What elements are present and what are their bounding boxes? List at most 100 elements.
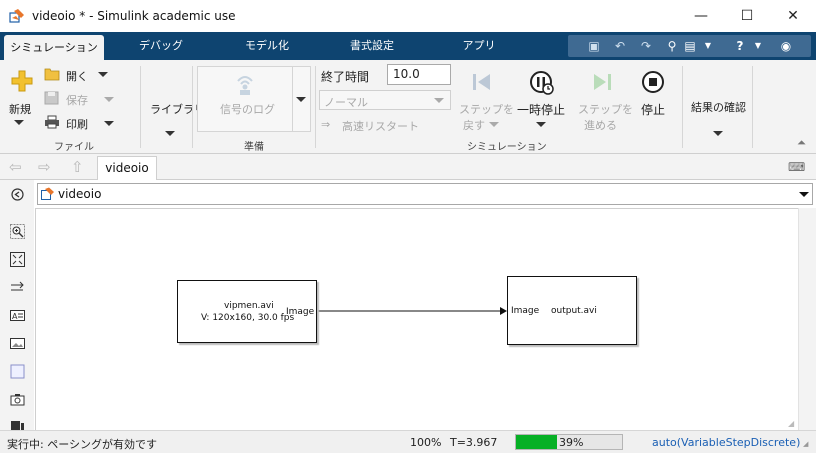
pause-icon[interactable] xyxy=(529,70,555,96)
tab-simulation[interactable]: シミュレーション xyxy=(4,35,104,60)
fit-to-view-icon[interactable] xyxy=(10,252,25,267)
save-icon[interactable]: ▣ xyxy=(588,39,600,53)
collapse-toolstrip-icon[interactable]: ◉ xyxy=(780,39,792,53)
stop-time-input[interactable]: 10.0 xyxy=(387,64,451,85)
simulation-group-title: シミュレーション xyxy=(467,142,547,153)
step-forward-label-1: ステップを xyxy=(578,103,633,116)
gallery-expand-button[interactable] xyxy=(293,66,311,132)
doc-tab-videoio[interactable]: videoio xyxy=(97,156,157,180)
source-video-info: V: 120x160, 30.0 fps xyxy=(201,313,295,323)
zoom-level: 100% xyxy=(410,436,442,449)
collapse-ribbon-icon[interactable]: ⏶ xyxy=(797,136,806,149)
record-icon[interactable] xyxy=(10,418,25,430)
new-model-icon[interactable] xyxy=(10,69,34,93)
step-forward-icon xyxy=(594,74,611,90)
area-icon[interactable] xyxy=(10,364,25,379)
source-file-name: vipmen.avi xyxy=(224,301,274,311)
open-button[interactable]: 開く xyxy=(66,70,88,83)
signal-log-icon xyxy=(237,76,253,95)
group-separator xyxy=(752,66,753,148)
fast-restart-icon: ⇒ xyxy=(321,118,331,131)
simulation-status-text: 実行中: ペーシングが有効です xyxy=(7,438,157,451)
gallery-chevron-icon xyxy=(296,97,306,102)
model-canvas[interactable]: vipmen.avi V: 120x160, 30.0 fps Image Im… xyxy=(35,208,798,430)
status-resize-grip-icon: ◢ xyxy=(803,440,809,448)
status-bar: 実行中: ペーシングが有効です 100% T=3.967 39% auto(Va… xyxy=(0,430,816,453)
review-results-chevron-icon[interactable] xyxy=(713,131,723,136)
source-output-port-label: Image xyxy=(286,307,315,317)
new-button[interactable]: 新規 xyxy=(9,103,31,116)
signal-log-button: 信号のログ xyxy=(220,103,275,116)
solver-link[interactable]: auto(VariableStepDiscrete) xyxy=(652,436,801,449)
stop-icon[interactable] xyxy=(641,70,665,94)
mode-chevron-icon xyxy=(434,98,444,103)
tab-apps[interactable]: アプリ xyxy=(462,39,496,52)
model-icon xyxy=(41,187,54,200)
progress-percent: 39% xyxy=(559,436,584,449)
stop-time-label: 終了時間 xyxy=(321,70,370,84)
sink-input-port-label: Image xyxy=(511,306,540,316)
sink-file-name: output.avi xyxy=(551,306,597,316)
resize-grip-icon[interactable]: ◢ xyxy=(788,419,795,428)
zoom-in-icon[interactable] xyxy=(10,224,25,239)
undo-icon[interactable]: ↶ xyxy=(614,39,626,53)
library-chevron-icon[interactable] xyxy=(165,131,175,136)
signal-line[interactable] xyxy=(36,209,799,431)
navigation-bar: ⇦ ⇨ ⇧ videoio ⌨ xyxy=(0,154,816,180)
review-results-button[interactable]: 結果の確認 xyxy=(691,101,746,114)
from-multimedia-file-block[interactable]: vipmen.avi V: 120x160, 30.0 fps Image xyxy=(177,280,317,343)
help-menu-chevron-icon[interactable]: ▼ xyxy=(754,41,762,50)
pause-chevron-icon[interactable] xyxy=(536,122,546,127)
tab-format[interactable]: 書式設定 xyxy=(350,39,394,52)
help-icon[interactable]: ? xyxy=(736,39,744,53)
pause-button[interactable]: 一時停止 xyxy=(517,103,566,117)
redo-icon[interactable]: ↷ xyxy=(640,39,652,53)
forward-arrow-icon: ⇨ xyxy=(38,158,51,176)
close-button[interactable]: ✕ xyxy=(787,8,799,24)
keyboard-icon[interactable]: ⌨ xyxy=(788,160,806,174)
simulation-time: T=3.967 xyxy=(450,436,498,449)
title-bar: videoio * - Simulink academic use — ☐ ✕ xyxy=(0,0,816,32)
prepare-group-title: 準備 xyxy=(244,142,264,153)
open-chevron-icon[interactable] xyxy=(98,72,108,77)
library-button[interactable]: ライブラリ xyxy=(150,103,205,116)
camera-icon[interactable] xyxy=(10,392,25,407)
toolstrip-tab-bar: シミュレーション デバッグ モデル化 書式設定 アプリ ▣ ↶ ↷ ⚲ ▤ ▼ … xyxy=(0,32,816,60)
vertical-scrollbar[interactable] xyxy=(798,208,816,430)
step-forward-label-2: 進める xyxy=(584,119,617,132)
chevron-down-icon[interactable]: ▼ xyxy=(704,41,712,50)
simulation-mode-select: ノーマル xyxy=(319,90,451,110)
address-field[interactable]: videoio xyxy=(37,183,813,205)
hide-browser-icon[interactable] xyxy=(10,187,25,202)
save-chevron-icon xyxy=(104,97,114,102)
fast-restart-button: 高速リスタート xyxy=(342,120,419,133)
arrow-right-icon[interactable] xyxy=(10,280,25,295)
file-group-title: ファイル xyxy=(54,142,94,153)
printer-icon[interactable] xyxy=(44,115,60,129)
toolstrip-ribbon: 新規 開く 保存 印刷 ファイル ライブラリ 信号のログ 準備 終了時間 xyxy=(0,60,816,154)
left-palette: A xyxy=(0,180,34,430)
step-back-label-1: ステップを xyxy=(459,103,514,116)
address-path: videoio xyxy=(58,187,102,201)
simulation-mode-value: ノーマル xyxy=(324,96,368,109)
minimize-button[interactable]: — xyxy=(694,8,708,24)
back-arrow-icon: ⇦ xyxy=(9,158,22,176)
layout-icon[interactable]: ▤ xyxy=(684,39,696,53)
group-separator xyxy=(315,66,316,148)
maximize-button[interactable]: ☐ xyxy=(740,8,754,24)
annotation-icon[interactable]: A xyxy=(10,308,25,323)
tab-modeling[interactable]: モデル化 xyxy=(245,39,289,52)
step-back-icon xyxy=(473,74,490,90)
print-chevron-icon[interactable] xyxy=(104,121,114,126)
quick-access-toolbar: ▣ ↶ ↷ ⚲ ▤ ▼ ? ▼ ◉ xyxy=(568,35,811,57)
print-button[interactable]: 印刷 xyxy=(66,118,88,131)
new-chevron-icon[interactable] xyxy=(14,120,24,125)
open-folder-icon[interactable] xyxy=(44,67,60,81)
image-icon[interactable] xyxy=(10,336,25,351)
tab-debug[interactable]: デバッグ xyxy=(139,39,183,52)
address-dropdown-chevron-icon[interactable] xyxy=(799,192,809,197)
search-icon[interactable]: ⚲ xyxy=(667,39,677,53)
to-multimedia-file-block[interactable]: Image output.avi xyxy=(507,276,637,345)
stop-button[interactable]: 停止 xyxy=(641,103,666,117)
simulink-app-icon xyxy=(9,9,24,23)
